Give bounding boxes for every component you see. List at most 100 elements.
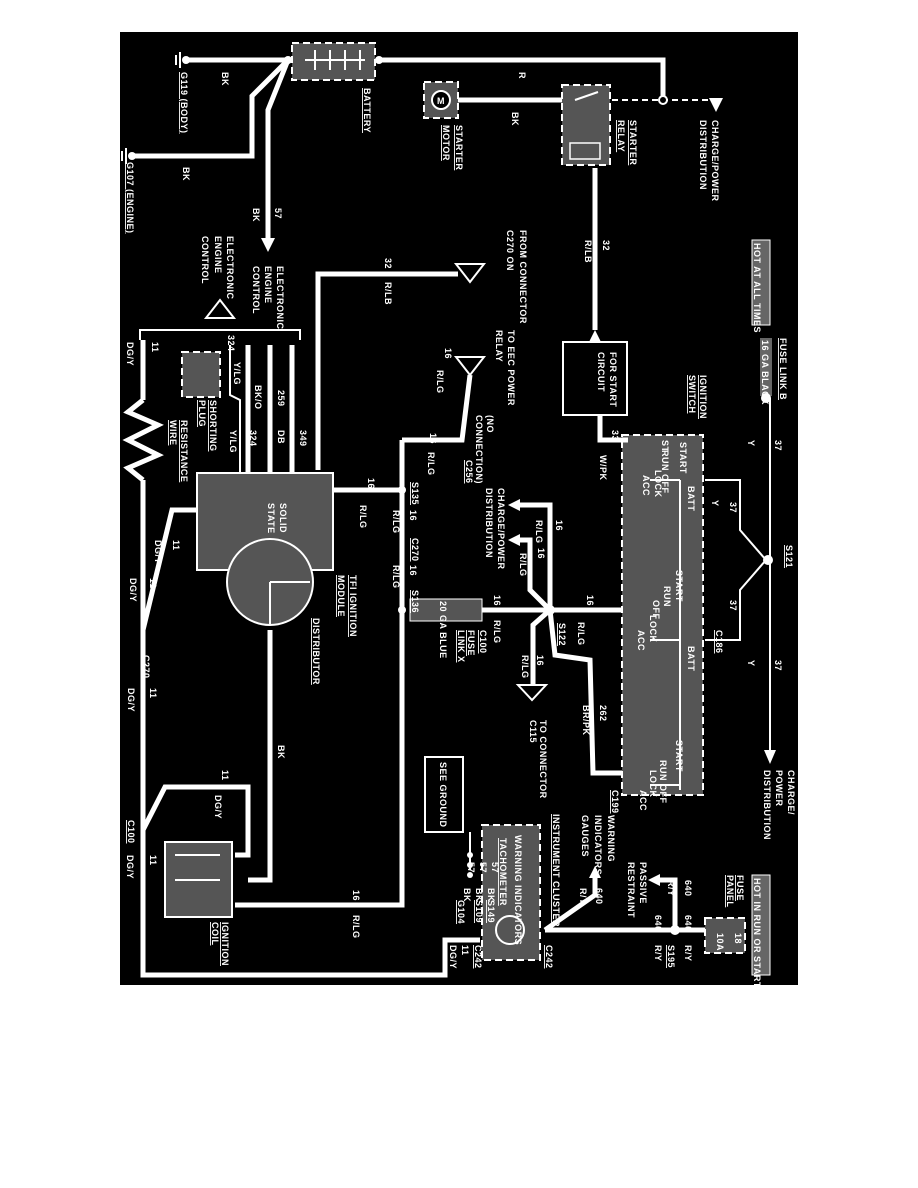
label-start3: START (674, 740, 684, 772)
label-hot-run: HOT IN RUN OR START (752, 878, 762, 988)
wire-640-gauges (543, 877, 598, 933)
wire-16-rlg-main (235, 440, 405, 908)
label-c186: C186 (714, 630, 724, 654)
label-s136: S136 (410, 590, 420, 613)
label-w262: 262 (598, 705, 608, 722)
label-rlg-f: R/LG (492, 620, 502, 644)
label-acc3: ACC (638, 790, 648, 811)
label-s109: S109 (474, 900, 484, 923)
label-to-conn2: C115 (528, 720, 538, 743)
wire-16-rlg-c115 (530, 608, 552, 685)
wire-640-passive (660, 877, 678, 930)
relay-icon (561, 84, 611, 166)
wire-bk-coil (248, 630, 273, 883)
label-bk3: BK (251, 208, 261, 222)
wire-324-ylg (229, 345, 241, 473)
label-cpd2a: CHARGE/POWER (496, 488, 506, 570)
label-g57a: 57 (490, 862, 500, 873)
label-ry-d: R/Y (653, 945, 663, 962)
label-tfi2: MODULE (336, 575, 346, 617)
label-dgy-d: DG/Y (126, 688, 136, 712)
label-rlb1: R/LB (383, 282, 393, 305)
label-w11b: 11 (171, 540, 181, 551)
label-c270a: C270 (410, 538, 420, 562)
label-w37a: 37 (773, 440, 783, 451)
label-eec2b: ENGINE (213, 236, 223, 274)
label-w640a: 640 (594, 888, 604, 905)
label-for-start2: CIRCUIT (596, 352, 606, 392)
label-bk5: BK (276, 745, 286, 759)
label-dgy-f: DG/Y (125, 855, 135, 879)
shorting-plug (181, 351, 221, 398)
label-for-start1: FOR START (608, 352, 618, 407)
motor-icon: M (423, 81, 459, 119)
label-s135: S135 (410, 482, 420, 505)
label-no-conn1: (NO (485, 415, 495, 433)
label-g104: G104 (456, 900, 466, 924)
label-ga-black: 16 GA BLACK (760, 340, 770, 405)
label-ya: Y (746, 440, 756, 447)
gauge-icon (495, 915, 525, 945)
label-w16h: 16 (408, 510, 418, 521)
label-yb: Y (710, 500, 720, 507)
label-yd: Y (746, 660, 756, 667)
label-w11f: 11 (148, 855, 158, 866)
label-r: R (517, 72, 527, 79)
label-ign-sw1: IGNITION (698, 375, 708, 419)
label-rlg-k: R/LG (351, 915, 361, 939)
label-w37b: 37 (728, 502, 738, 513)
label-solid2: STATE (266, 503, 276, 534)
label-w37c: 37 (728, 600, 738, 611)
label-start1: START (678, 442, 688, 474)
label-rlg-h: R/LG (391, 510, 401, 534)
label-w16a: 16 (443, 348, 453, 359)
label-inst-cluster: INSTRUMENT CLUSTER (551, 814, 561, 927)
label-tach: TACHOMETER (498, 838, 508, 906)
label-passive1: PASSIVE (638, 862, 648, 904)
label-w11g: 11 (460, 945, 470, 956)
wire-57-bk (265, 59, 291, 240)
label-rlb2: R/LB (583, 240, 593, 263)
coil-icon (164, 841, 233, 918)
label-c242a: C242 (544, 945, 554, 969)
label-w640c: 640 (683, 915, 693, 932)
label-s195: S195 (666, 945, 676, 968)
fuse-link-b-box (760, 338, 772, 396)
label-ry-a: R/Y (578, 888, 588, 905)
label-hot-all: HOT AT ALL TIMES (752, 243, 762, 333)
label-motor: MOTOR (441, 125, 451, 161)
label-run-off3: RUN OFF (658, 760, 668, 804)
label-w324a: 324 (226, 335, 236, 352)
arrow-icon (709, 98, 723, 112)
label-see-ground: SEE GROUND (438, 762, 448, 828)
wire-262-brpk (547, 609, 622, 776)
wire-16-c256 (402, 374, 473, 443)
label-rlg-i: R/LG (391, 565, 401, 589)
label-ign-coil2: COIL (210, 922, 220, 946)
label-c199: C199 (610, 790, 620, 814)
label-g107: G107 (ENGINE) (125, 162, 135, 234)
label-ylg-b: Y/LG (228, 430, 238, 453)
label-c256: C256 (464, 460, 474, 484)
wire-g107-bk (132, 58, 290, 159)
label-ign-sw2: SWITCH (687, 375, 697, 414)
wire-11-dgy-module (140, 507, 197, 631)
label-dgy-e: DG/Y (213, 795, 223, 819)
label-eec1a: ELECTRONIC (275, 266, 285, 330)
label-acc1: ACC (641, 475, 651, 496)
label-gbk3: BK (462, 888, 472, 902)
label-rlg-b: R/LG (426, 452, 436, 476)
label-start2: START (674, 570, 684, 602)
for-start-circuit-box (562, 341, 628, 416)
label-batt1: BATT (686, 486, 696, 511)
label-c242b: C242 (473, 945, 483, 969)
label-w16b: 16 (428, 433, 438, 444)
label-cpd3c: DISTRIBUTION (762, 770, 772, 840)
label-ign-coil1: IGNITION (220, 922, 230, 966)
label-rlg-e: R/LG (576, 622, 586, 646)
ignition-switch[interactable] (621, 434, 704, 796)
label-rlg-c: R/LG (534, 520, 544, 544)
label-starter-relay2: RELAY (616, 120, 626, 152)
label-ry-b: R/Y (666, 880, 676, 897)
